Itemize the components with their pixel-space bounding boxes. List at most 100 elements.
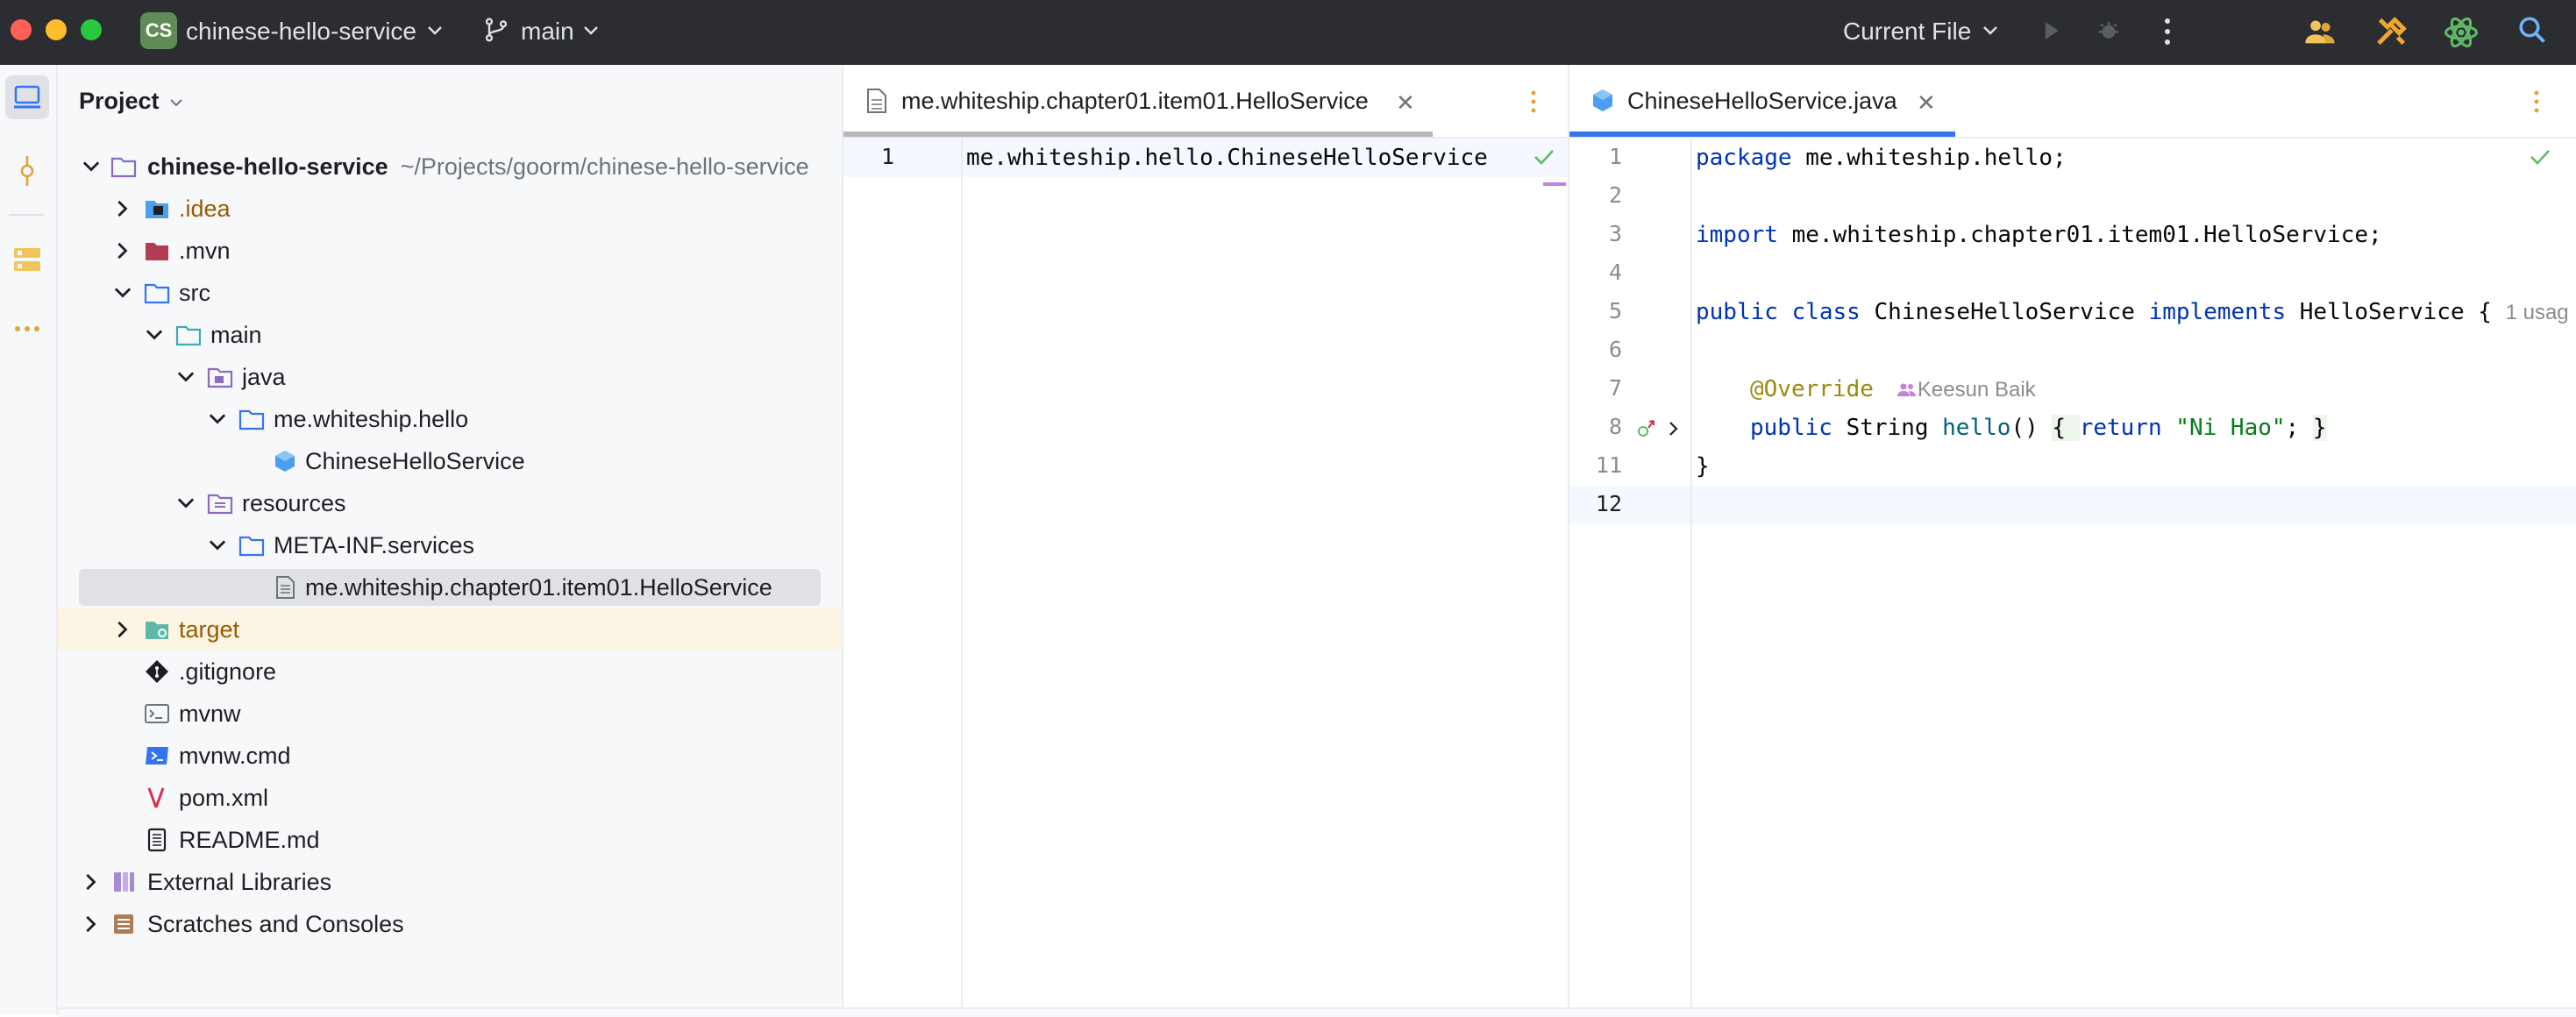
close-tab-icon[interactable]: ✕ [1917,89,1936,116]
tree-node-root[interactable]: chinese-hello-service~/Projects/goorm/ch… [58,146,842,188]
chevron-right-icon[interactable] [110,617,135,642]
tab-underline [1569,132,1955,137]
chevron-down-icon[interactable] [205,407,230,431]
tab-label: me.whiteship.chapter01.item01.HelloServi… [901,88,1369,114]
tree-label: META-INF.services [274,532,475,558]
code-token: @Override [1750,376,1874,402]
code-line-5[interactable]: public class ChineseHelloService impleme… [1696,299,2569,326]
debug-icon[interactable] [2096,18,2122,44]
tree-node-src[interactable]: src [58,272,842,314]
code-line-11[interactable]: } [1696,453,1710,480]
code-line-7[interactable]: @Override Keesun Baik [1696,376,2036,403]
chevron-down-icon[interactable] [205,533,230,558]
idea-folder-icon [146,201,168,218]
folder-icon [146,243,168,260]
chevron-down-icon[interactable] [110,281,135,305]
line-number-gutter: 1 [843,137,963,1007]
tab-helloservice[interactable]: me.whiteship.chapter01.item01.HelloServi… [843,65,1433,137]
tree-node-scratches[interactable]: Scratches and Consoles [58,903,842,945]
structure-tool-button[interactable] [5,237,49,281]
scroll-marker [1543,182,1566,186]
current-line-highlight [1569,486,2576,524]
build-tools-icon[interactable] [2374,14,2409,49]
fold-chevron-icon[interactable] [1666,419,1682,438]
ai-assistant-icon[interactable] [2443,14,2480,51]
tab-label: ChineseHelloService.java [1627,88,1897,114]
code-token: import [1696,222,1778,248]
bottom-edge [58,1007,2576,1017]
tab-underline [843,132,1433,137]
tree-node-readme[interactable]: README.md [58,819,842,861]
close-tab-icon[interactable]: ✕ [1396,89,1415,116]
tab-chinesehelloservice-java[interactable]: ChineseHelloService.java ✕ [1569,65,1955,137]
tree-node-package[interactable]: me.whiteship.hello [58,398,842,440]
tree-node-class[interactable]: ChineseHelloService [58,440,842,482]
inspection-ok-icon[interactable] [2529,147,2551,167]
tree-node-meta-inf[interactable]: META-INF.services [58,524,842,566]
code-token: ChineseHelloService [1860,299,2149,325]
tree-node-external-libraries[interactable]: External Libraries [58,861,842,903]
project-panel-title[interactable]: Project [79,88,160,114]
code-line-8[interactable]: public String hello() { return "Ni Hao";… [1696,415,2327,441]
selection-highlight [79,569,821,606]
code-with-me-icon[interactable] [2302,14,2338,49]
tree-node-mvnw[interactable]: mvnw [58,693,842,735]
tree-node-gitignore[interactable]: .gitignore [58,651,842,693]
project-badge[interactable]: CS [140,12,177,49]
tree-label: pom.xml [179,785,269,811]
tree-node-pom[interactable]: pom.xml [58,777,842,819]
tree-path: ~/Projects/goorm/chinese-hello-service [400,153,809,180]
usages-hint[interactable]: 1 usag [2505,301,2569,324]
chevron-down-icon[interactable] [142,323,167,347]
tree-node-service-file[interactable]: me.whiteship.chapter01.item01.HelloServi… [58,566,842,608]
editor-options-icon[interactable] [1529,89,1538,114]
tree-label: ChineseHelloService [305,448,525,474]
editor-options-icon[interactable] [2532,89,2541,114]
code-token: { [2052,415,2080,441]
chevron-right-icon[interactable] [79,870,103,894]
tree-node-target[interactable]: target [58,608,842,651]
run-icon[interactable] [2038,18,2064,44]
tree-node-mvn[interactable]: .mvn [58,230,842,272]
more-tools-button[interactable] [5,307,49,351]
minimize-window-button[interactable] [46,19,67,40]
tree-node-resources[interactable]: resources [58,482,842,524]
run-configuration-selector[interactable]: Current File [1843,18,1972,45]
folder-icon [144,283,170,304]
chevron-down-icon[interactable] [174,491,198,516]
close-window-button[interactable] [11,19,32,40]
search-icon[interactable] [2516,14,2548,46]
git-branch-icon[interactable] [482,16,510,44]
chevron-down-icon[interactable] [79,154,103,179]
maximize-window-button[interactable] [81,19,102,40]
tree-label: src [179,280,210,306]
java-class-icon [1593,89,1612,111]
more-actions-icon[interactable] [2159,16,2176,47]
chevron-down-icon[interactable] [424,19,445,40]
code-token: implements [2148,299,2287,325]
chevron-right-icon[interactable] [110,238,135,263]
tree-node-java[interactable]: java [58,356,842,398]
code-line-1[interactable]: package me.whiteship.hello; [1696,145,2067,171]
cmd-script-icon [146,747,168,765]
chevron-down-icon[interactable] [580,19,601,40]
code-line[interactable]: me.whiteship.hello.ChineseHelloService [966,145,1488,171]
tree-label: mvnw.cmd [179,743,291,769]
chevron-down-icon[interactable] [1980,19,2001,40]
commit-tool-button[interactable] [5,149,49,193]
project-selector[interactable]: chinese-hello-service [186,18,417,45]
implements-method-icon[interactable] [1634,416,1661,440]
author-hint[interactable]: Keesun Baik [1917,378,2036,402]
chevron-right-icon[interactable] [110,196,135,221]
inspection-ok-icon[interactable] [1533,147,1555,167]
tree-node-main[interactable]: main [58,314,842,356]
chevron-right-icon[interactable] [79,912,103,936]
code-line-3[interactable]: import me.whiteship.chapter01.item01.Hel… [1696,222,2382,248]
more-horizontal-icon [15,326,39,331]
tree-node-mvnw-cmd[interactable]: mvnw.cmd [58,735,842,777]
tree-node-idea[interactable]: .idea [58,188,842,230]
chevron-down-icon[interactable] [174,365,198,389]
project-tool-button[interactable] [5,75,49,119]
chevron-down-icon[interactable] [168,96,184,109]
branch-selector[interactable]: main [521,18,574,45]
